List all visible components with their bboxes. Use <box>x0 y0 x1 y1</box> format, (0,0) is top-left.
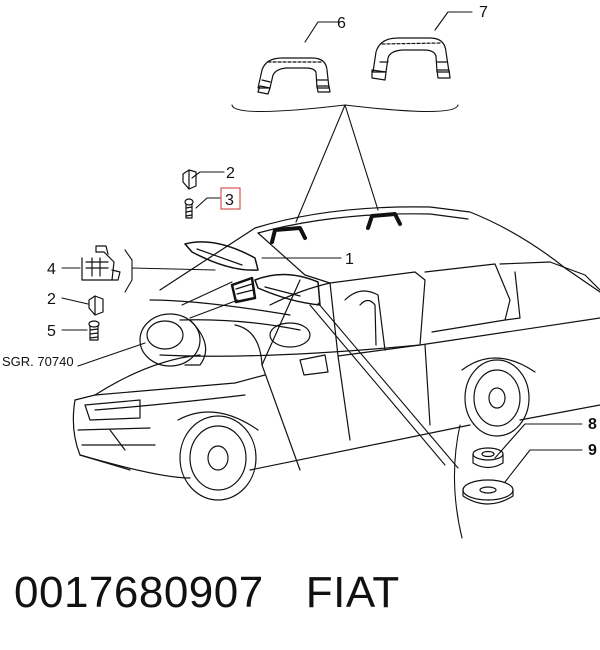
part-4-bracket <box>81 245 121 281</box>
part-8-ring <box>472 447 504 469</box>
callout-3: 3 <box>225 192 234 209</box>
sun-visor-right <box>254 273 321 306</box>
callout-1: 1 <box>345 251 354 268</box>
part-2-clip-lower <box>88 295 104 316</box>
callout-3-highlight <box>220 187 241 210</box>
part-3-screw <box>184 198 194 219</box>
visor-clip <box>230 276 257 304</box>
reference-sgr: SGR. 70740 <box>2 354 74 369</box>
callout-9: 9 <box>588 442 597 459</box>
sun-visor-left <box>184 241 259 271</box>
callout-2-top: 2 <box>226 165 235 182</box>
roof-handle-front <box>270 226 307 244</box>
part-number: 0017680907 <box>14 568 264 617</box>
callout-7: 7 <box>479 4 488 21</box>
part-5-screw <box>88 320 100 341</box>
car-illustration <box>72 206 600 501</box>
roof-handle-rear <box>366 212 402 230</box>
leader-lines <box>61 11 583 539</box>
part-7-roof-handle <box>371 37 451 81</box>
callout-4: 4 <box>47 261 56 278</box>
brand-name: FIAT <box>305 568 400 617</box>
part-9-washer <box>462 479 514 505</box>
part-2-clip-top <box>182 169 197 190</box>
callout-2-lower: 2 <box>47 291 56 308</box>
callout-8: 8 <box>588 416 597 433</box>
part-6-roof-handle <box>257 57 331 95</box>
callout-5: 5 <box>47 323 56 340</box>
callout-6: 6 <box>337 15 346 32</box>
vanity-lamp <box>139 313 207 367</box>
footer-caption: 0017680907 FIAT <box>14 568 400 618</box>
